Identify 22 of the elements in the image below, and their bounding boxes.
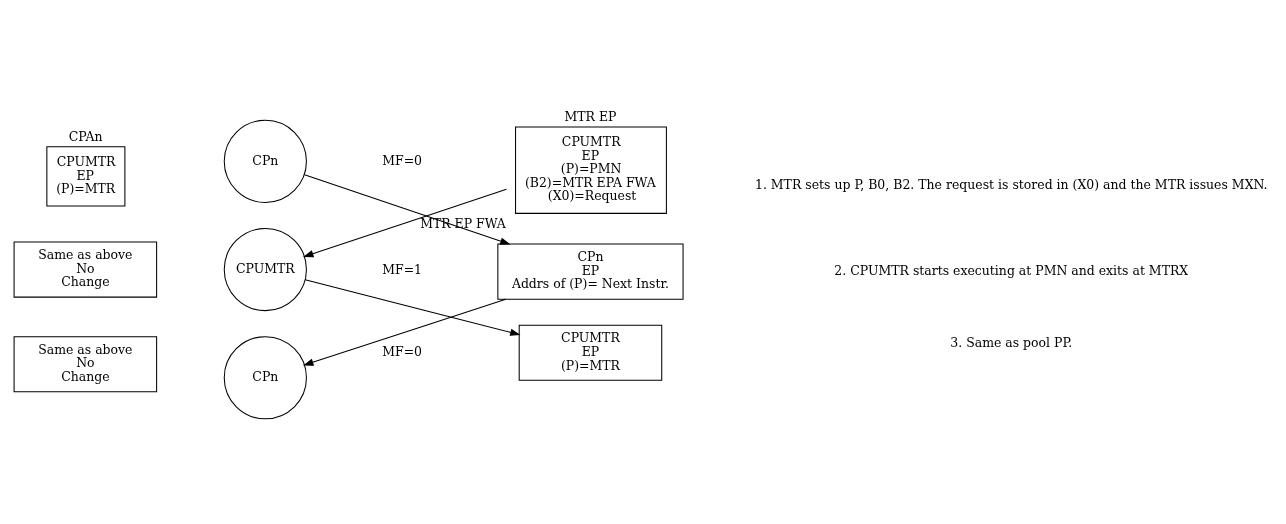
node-box: Same as above No Change — [13, 241, 158, 298]
label: MF=0 — [382, 152, 423, 168]
label: 1. MTR sets up P, B0, B2. The request is stored in (X0) and the MTR issues MXN. — [755, 176, 1268, 192]
node-label: MTR EP — [564, 109, 617, 125]
arrow — [304, 279, 521, 336]
label: MF=1 — [382, 261, 423, 277]
arrow — [303, 298, 507, 366]
arrow — [303, 188, 507, 258]
node-circle: CPn — [223, 336, 307, 420]
label: MF=0 — [382, 344, 423, 359]
node-label: CPAn — [68, 129, 103, 145]
node-circle: CPUMTR — [223, 227, 307, 312]
node-box: CPUMTR EP (P)=MTR — [46, 146, 126, 207]
node-box: CPUMTR EP (P)=PMN (B2)=MTR EPA FWA (X0)=Request — [515, 126, 667, 214]
label: 3. Same as pool PP. — [950, 334, 1073, 350]
node-box: CPn EP Addrs of (P)= Next Instr. — [497, 243, 684, 300]
arrow — [304, 174, 511, 245]
node-box: CPUMTR EP (P)=MTR — [518, 324, 663, 381]
node-label: MTR EP FWA — [420, 215, 506, 231]
label: 2. CPUMTR starts executing at PMN and exits at MTRX — [834, 262, 1189, 278]
node-circle: CPn — [223, 119, 307, 203]
node-box: Same as above No Change — [13, 336, 158, 393]
